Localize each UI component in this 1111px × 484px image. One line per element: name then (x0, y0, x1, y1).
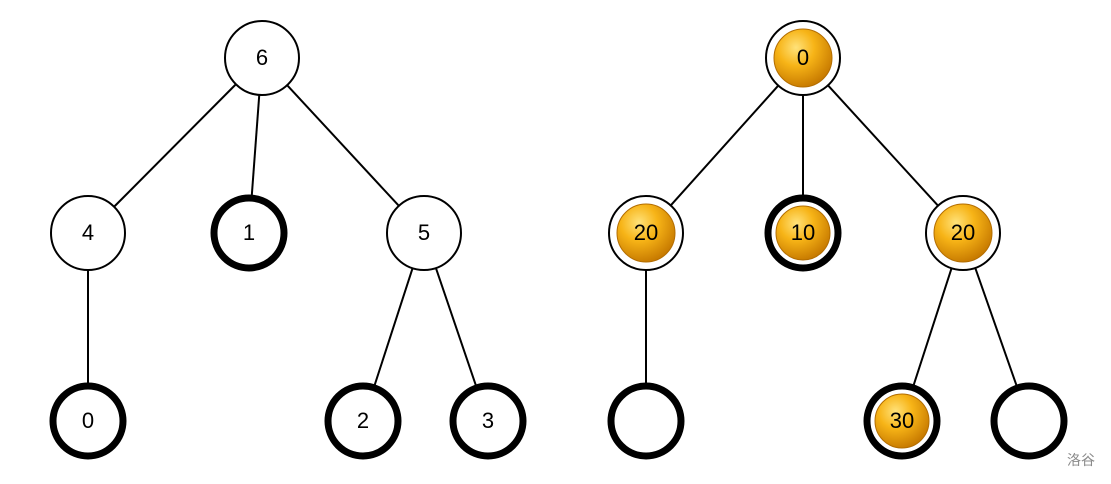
left-tree-node-circle (386, 195, 462, 271)
right-tree-node: 10 (764, 194, 842, 272)
left-tree-node-circle (224, 20, 300, 96)
left-tree-node: 0 (49, 382, 127, 460)
watermark-logo: 洛谷 (1067, 453, 1095, 469)
left-tree-node: 5 (386, 195, 462, 271)
right-tree-node-label: 10 (791, 220, 815, 245)
right-tree-node-label: 30 (890, 408, 914, 433)
left-tree-node-circle (49, 382, 127, 460)
left-tree-node-label: 3 (482, 408, 494, 433)
right-tree-edge-r-c (827, 84, 939, 207)
right-tree-nodes: 0 20 10 20 30 (607, 20, 1068, 460)
left-tree-edge-6-4 (113, 83, 237, 208)
left-tree-edge-6-1 (250, 94, 261, 197)
right-tree-node-label: 20 (951, 220, 975, 245)
coin-icon (616, 203, 676, 263)
left-tree-node-circle (449, 382, 527, 460)
left-tree-edges (87, 83, 478, 387)
coin-icon (773, 28, 833, 88)
left-tree-nodes: 6 4 1 5 0 2 3 (49, 20, 527, 460)
left-tree-node-label: 2 (357, 408, 369, 433)
right-tree-node-label: 20 (634, 220, 658, 245)
right-tree-node (990, 382, 1068, 460)
left-tree-node: 1 (210, 194, 288, 272)
right-tree-edge-c-e (912, 267, 953, 387)
left-tree-edge-6-5 (286, 84, 400, 207)
right-tree-node-circle (607, 382, 685, 460)
coin-icon (874, 393, 930, 449)
left-tree-node-label: 0 (82, 408, 94, 433)
right-tree-node: 20 (608, 195, 684, 271)
left-tree-node-label: 1 (243, 220, 255, 245)
left-tree-node-circle (50, 195, 126, 271)
right-tree-node: 30 (863, 382, 941, 460)
left-tree-node-label: 6 (256, 45, 268, 70)
left-tree-node-circle (210, 194, 288, 272)
left-tree-node-label: 4 (82, 220, 94, 245)
coin-icon (775, 205, 831, 261)
left-tree-edge-5-2 (373, 267, 414, 387)
coin-icon (933, 203, 993, 263)
right-tree-node-circle (990, 382, 1068, 460)
left-tree-edge-5-3 (434, 267, 478, 387)
left-tree-node: 6 (224, 20, 300, 96)
right-tree-node (607, 382, 685, 460)
right-tree-edge-r-a (669, 84, 780, 207)
right-tree-node: 0 (765, 20, 841, 96)
right-tree-edges (645, 84, 1018, 387)
left-tree-node: 3 (449, 382, 527, 460)
left-tree-node-label: 5 (418, 220, 430, 245)
left-tree-node: 4 (50, 195, 126, 271)
left-tree-node-circle (324, 382, 402, 460)
right-tree-edge-c-f (974, 267, 1018, 387)
left-tree-node: 2 (324, 382, 402, 460)
right-tree-node-label: 0 (797, 45, 809, 70)
right-tree-node: 20 (925, 195, 1001, 271)
